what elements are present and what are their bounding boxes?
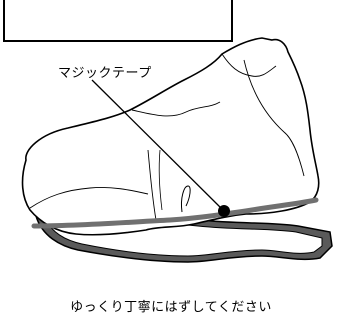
callout-leader-line (91, 79, 225, 212)
callout-marker-dot (218, 205, 230, 217)
velcro-label: マジックテープ (58, 66, 152, 81)
boot-body (21, 37, 320, 236)
velcro-strap (31, 197, 319, 229)
header-frame (3, 0, 233, 42)
instruction-caption: ゆっくり丁寧にはずしてください (70, 300, 272, 315)
